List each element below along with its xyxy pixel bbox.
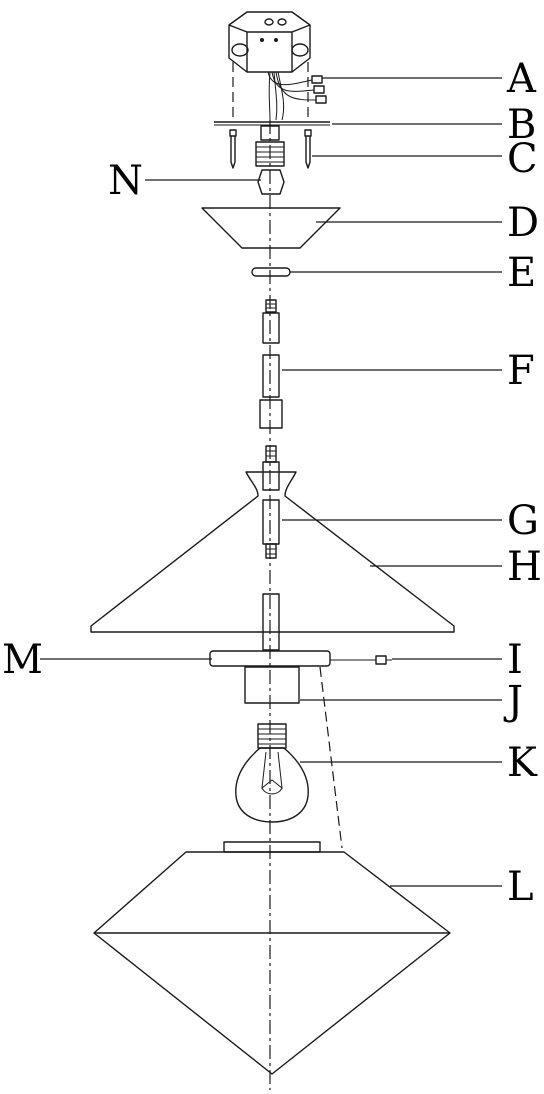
label-h: H	[507, 544, 542, 590]
label-a: A	[506, 56, 537, 102]
washer	[251, 267, 291, 277]
socket	[244, 666, 300, 704]
leader-lines	[40, 77, 502, 887]
label-b: B	[507, 102, 536, 148]
mounting-plate	[209, 650, 392, 667]
junction-box	[228, 11, 311, 122]
mounting-screws	[229, 129, 312, 169]
label-c: C	[507, 136, 538, 182]
canopy-nut	[257, 169, 285, 195]
label-g: G	[507, 498, 539, 544]
assembly-guide	[319, 666, 343, 849]
label-e: E	[507, 250, 536, 296]
light-bulb	[235, 723, 309, 823]
label-n: N	[108, 158, 143, 204]
label-k: K	[507, 740, 538, 786]
outer-shade	[90, 471, 455, 633]
downrods	[259, 299, 283, 429]
crossbar	[214, 121, 330, 126]
lower-shade	[93, 841, 451, 1075]
rod-stub	[262, 593, 280, 651]
label-d: D	[507, 200, 539, 246]
label-l: L	[507, 864, 534, 910]
threaded-nipple	[255, 125, 285, 167]
label-i: I	[507, 637, 523, 683]
canopy	[201, 207, 341, 249]
lower-rod	[262, 445, 280, 559]
label-m: M	[2, 637, 43, 683]
label-j: J	[503, 678, 523, 724]
label-f: F	[507, 348, 535, 394]
wire-nuts	[267, 71, 327, 121]
